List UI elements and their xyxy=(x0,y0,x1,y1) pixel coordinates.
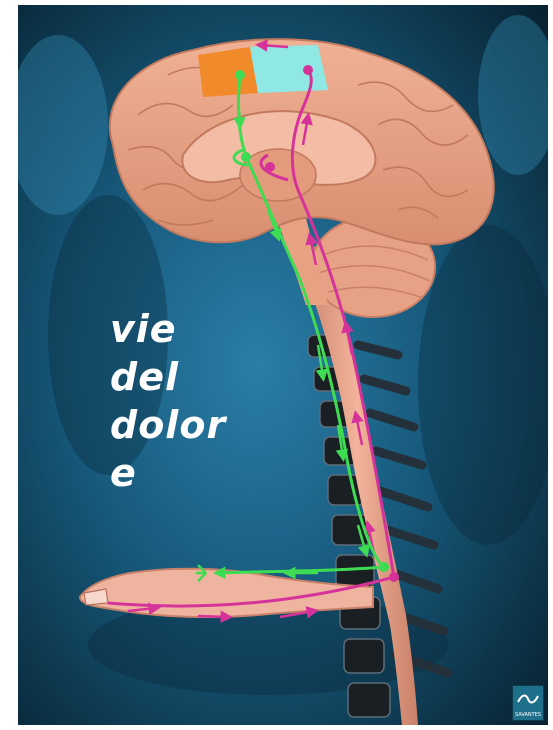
sensory-cortex xyxy=(250,45,328,93)
illustration: vie del dolor e SAVANTES xyxy=(18,5,548,725)
caption-line-1: vie xyxy=(110,305,226,353)
logo-text: SAVANTES xyxy=(513,712,543,718)
caption: vie del dolor e xyxy=(110,305,226,497)
thalamus xyxy=(240,149,316,201)
pain-pathway-illustration xyxy=(18,5,548,725)
motor-cortex xyxy=(198,47,258,97)
caption-line-2: del xyxy=(110,353,226,401)
caption-line-3: dolor xyxy=(110,401,226,449)
caption-line-4: e xyxy=(110,449,226,497)
wave-icon xyxy=(516,692,540,706)
publisher-logo: SAVANTES xyxy=(512,685,544,721)
